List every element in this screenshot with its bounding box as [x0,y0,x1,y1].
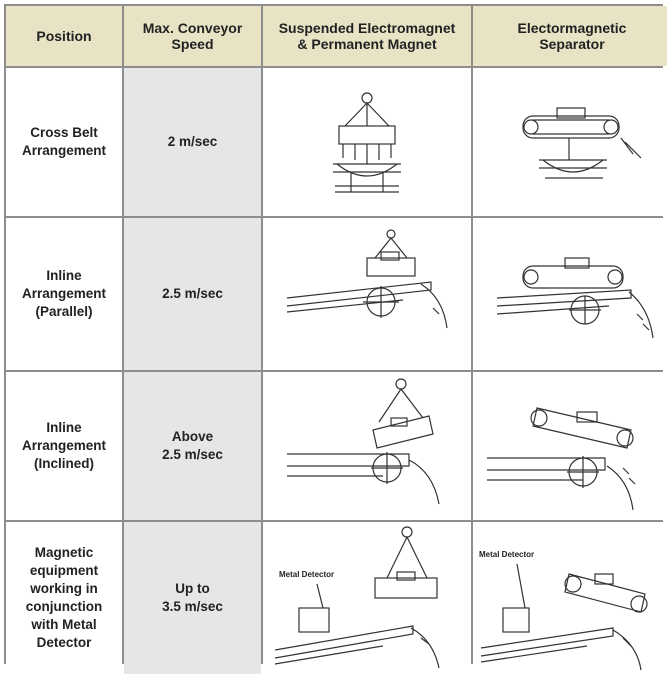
metal-detector-label-1: Metal Detector [279,570,335,579]
row3-suspended-drawing [263,372,471,520]
header-suspended-magnet: Suspended Electromagnet & Permanent Magn… [263,6,471,66]
row3-position-text: Inline Arrangement (Inclined) [21,420,107,471]
metal-detector-separator-diagram [480,563,648,671]
header-separator-text: Electormagnetic Separator [517,20,627,52]
metal-detector-label-2: Metal Detector [479,550,535,559]
row1-position: Cross Belt Arrangement [6,68,122,216]
row4-suspended-drawing: Metal Detector [263,522,471,674]
row3-separator-drawing [473,372,667,520]
row2-position: Inline Arrangement (Parallel) [6,218,122,370]
header-separator: Electormagnetic Separator [473,6,667,66]
header-speed: Max. Conveyor Speed [124,6,261,66]
row3-speed: Above 2.5 m/sec [124,372,261,520]
row4-separator-drawing: Metal Detector [473,522,667,674]
row2-speed-text: 2.5 m/sec [162,286,223,301]
row3-speed-text: Above 2.5 m/sec [162,429,223,462]
row1-separator-drawing [473,68,667,216]
row2-speed: 2.5 m/sec [124,218,261,370]
row1-position-text: Cross Belt Arrangement [21,125,107,158]
header-suspended-text: Suspended Electromagnet & Permanent Magn… [278,20,456,52]
inline-parallel-suspended-magnet-diagram [286,229,448,329]
cross-belt-suspended-magnet-diagram [333,92,401,193]
row4-speed: Up to 3.5 m/sec [124,522,261,674]
header-position-text: Position [36,28,92,44]
row3-position: Inline Arrangement (Inclined) [6,372,122,520]
inline-inclined-suspended-magnet-diagram [287,378,440,505]
cross-belt-separator-diagram [522,107,642,179]
row2-separator-drawing [473,218,667,370]
header-position: Position [6,6,122,66]
row4-position: Magnetic equipment working in conjunctio… [6,522,122,674]
conveyor-arrangement-table: Position Max. Conveyor Speed Suspended E… [4,4,667,674]
row4-speed-text: Up to 3.5 m/sec [162,581,223,614]
inline-parallel-separator-diagram [496,257,654,339]
row1-speed-text: 2 m/sec [167,134,218,149]
row1-suspended-drawing [263,68,471,216]
header-speed-text: Max. Conveyor Speed [142,20,243,52]
row1-speed: 2 m/sec [124,68,261,216]
row2-position-text: Inline Arrangement (Parallel) [21,268,107,319]
row2-suspended-drawing [263,218,471,370]
row4-position-text: Magnetic equipment working in conjunctio… [25,545,103,650]
inline-inclined-separator-diagram [487,407,636,511]
metal-detector-suspended-magnet-diagram [274,526,440,669]
